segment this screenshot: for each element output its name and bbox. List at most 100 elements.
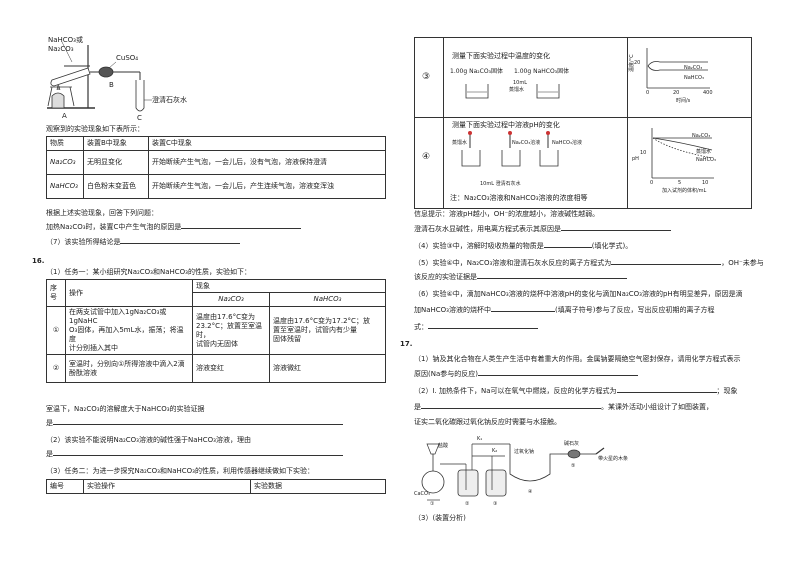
answer-blank[interactable] [561, 230, 671, 231]
table-cell: 开始断续产生气泡，一会儿后，产生连续气泡，溶液变浑浊 [148, 174, 386, 199]
cell-line: 室温时，分别向①所得溶液中滴入2滴 [69, 359, 185, 368]
question-1: 加热Na₂CO₃时，装置C中产生气泡的原因是 [46, 223, 302, 232]
cell-line: 计分别插入其中 [69, 344, 118, 352]
apparatus2-label-n3: ③ [493, 501, 498, 507]
ph-series-a-label: Na₂CO₃ [692, 133, 711, 139]
apparatus-label-top2: Na₂CO₃ [48, 45, 74, 53]
col-divider [443, 38, 444, 208]
question-17-1: （1）钠及其化合物在人类生产生活中有着重大的作用。金属钠要隔绝空气密封保存，请用… [414, 355, 741, 363]
table-row: 序号 操作 现象 [46, 279, 386, 307]
cell-line: 酚酞溶液 [69, 368, 97, 377]
row3-label-a: 1.00g Na₂CO₃固体 [450, 68, 503, 75]
question-17-2-line2b: 。某课外活动小组设计了如图装置， [601, 403, 713, 411]
table-header: 序号 [46, 279, 66, 307]
question-16-task1: （1）任务一：某小组研究Na₂CO₃和NaHCO₃的性质，实验如下： [46, 268, 251, 276]
apparatus-label-b: B [109, 81, 114, 89]
observation-table: 物质 装置B中现象 装置C中现象 Na₂CO₃ 无明显变化 开始断续产生气泡，一… [46, 136, 386, 199]
apparatus-label-cuso4: CuSO₄ [116, 54, 139, 62]
row4-number: ④ [422, 152, 431, 162]
temperature-series-b-label: NaHCO₃ [684, 75, 704, 81]
answer-blank[interactable] [543, 247, 592, 248]
answer-blank[interactable] [53, 424, 343, 425]
question-5: （5）实验④中，Na₂CO₃溶液和澄清石灰水反应的离子方程式为，OH⁻未参与 [414, 259, 764, 268]
sensor-table: 编号 实验操作 实验数据 [46, 479, 386, 494]
row3-label-water: 蒸馏水 [509, 87, 525, 93]
question-17-2-line2-text: 是 [414, 403, 421, 411]
question-1-text: 加热Na₂CO₃时，装置C中产生气泡的原因是 [46, 223, 182, 231]
temperature-chart-xtick: 0 [646, 90, 650, 96]
question-intro: 根据上述实验现象，回答下列问题： [46, 209, 158, 217]
apparatus-label-top1: NaHCO₃或 [48, 36, 83, 44]
cell-line: 试管内无固体 [196, 339, 238, 348]
table-cell: ① [46, 306, 66, 355]
table-header: 装置C中现象 [148, 136, 386, 151]
table-row: NaHCO₃ 白色粉末变蓝色 开始断续产生气泡，一会儿后，产生连续气泡，溶液变浑… [46, 174, 386, 199]
question-17-1-line2-text: 原因(Na参与的反应) [414, 370, 478, 378]
apparatus2-label-n5: ⑤ [571, 463, 576, 469]
answer-blank[interactable] [120, 243, 241, 244]
table-header: 实验数据 [250, 479, 386, 494]
info-hint-2-text: 澄清石灰水显碱性，用电离方程式表示其原因是 [414, 225, 561, 233]
apparatus-label-a: A [62, 112, 67, 120]
apparatus2-label-n1: ① [430, 501, 435, 507]
table-header: NaHCO₃ [269, 292, 386, 307]
ph-series-water-label: 蒸馏水 [696, 149, 712, 155]
ph-series-b-label: NaHCO₃ [696, 157, 716, 163]
table-cell: 在两支试管中加入1gNa₂CO₃或1gNaHC O₃固体，再加入5mL水，振荡；… [65, 306, 193, 355]
answer-blank[interactable] [616, 392, 717, 393]
question-17-2-text: （2）Ⅰ. 加热条件下，Na可以在氧气中燃烧，反应的化学方程式为 [414, 387, 617, 395]
row4-label-b: NaHCO₃溶液 [552, 140, 582, 146]
table-header: 实验操作 [83, 479, 251, 494]
sensor-table-continued [414, 37, 752, 209]
answer-blank[interactable] [491, 311, 555, 312]
apparatus2-label-k2: K₂ [492, 448, 498, 454]
table-cell: 温度由17.6°C变为 23.2°C；放置至室温时， 试管内无固体 [192, 306, 270, 355]
question-16-2-answer: 是 [46, 450, 343, 459]
answer-blank[interactable] [421, 408, 601, 409]
table-cell: NaHCO₃ [46, 174, 84, 199]
answer-blank[interactable] [53, 455, 343, 456]
temperature-chart-ytick: 20 [634, 60, 641, 66]
info-hint-1: 信息提示：溶液pH越小，OH⁻的浓度越小，溶液碱性越弱。 [414, 210, 600, 218]
question-6-line3-text: 式： [414, 323, 428, 331]
temperature-chart-xlabel: 时间/s [676, 98, 691, 104]
info-hint-2: 澄清石灰水显碱性，用电离方程式表示其原因是 [414, 225, 671, 234]
ph-chart-xtick: 5 [678, 180, 682, 186]
cell-line: O₃固体，再加入5mL水，振荡；将温度 [69, 326, 184, 343]
question-4: （4）实验③中，溶解时吸收热量的物质是(填化学式)。 [414, 242, 632, 251]
question-16-number: 16. [32, 257, 45, 265]
table-row: Na₂CO₃ 无明显变化 开始断续产生气泡，一会儿后，没有气泡，溶液保持澄清 [46, 150, 386, 175]
question-17-2-suffix: ；现象 [716, 387, 738, 395]
apparatus-label-limewater: 澄清石灰水 [152, 96, 187, 104]
table-cell: 开始断续产生气泡，一会儿后，没有气泡，溶液保持澄清 [148, 150, 386, 175]
cell-line: 在两支试管中加入1gNa₂CO₃或1gNaHC [69, 308, 167, 325]
cell-line: 置至室温时，试管内有少量 [273, 326, 357, 334]
row4-note: 注：Na₂CO₃溶液和NaHCO₃溶液的浓度相等 [450, 194, 588, 202]
col-divider [627, 38, 628, 208]
table-header: Na₂CO₃ [192, 292, 270, 307]
answer-blank[interactable] [611, 264, 722, 265]
table-row: ① 在两支试管中加入1gNa₂CO₃或1gNaHC O₃固体，再加入5mL水，振… [46, 306, 386, 355]
answer-blank[interactable] [181, 228, 302, 229]
row4-label-a: Na₂CO₃溶液 [512, 140, 541, 146]
table-cell: 溶液变红 [192, 354, 270, 383]
table-header: 操作 [65, 279, 193, 307]
row3-label-b: 1.00g NaHCO₃固体 [514, 68, 570, 75]
question-17-2-line2: 是 。某课外活动小组设计了如图装置， [414, 403, 713, 412]
temperature-series-a-label: Na₂CO₃ [684, 65, 703, 71]
table-row: 编号 实验操作 实验数据 [46, 479, 386, 494]
table-cell: 无明显变化 [83, 150, 149, 175]
row-divider [415, 117, 751, 118]
apparatus2-label-acid: 盐酸 [438, 443, 449, 449]
question-17-2-line3: 证实二氧化碳跟过氧化钠反应时需要与水接触。 [414, 418, 561, 426]
question-17-number: 17. [400, 340, 413, 348]
question-17-2: （2）Ⅰ. 加热条件下，Na可以在氧气中燃烧，反应的化学方程式为 ；现象 [414, 387, 738, 396]
question-5-line2: 该反应的实验证据是 [414, 273, 627, 282]
question-16-2-suffix: 是 [46, 450, 53, 458]
answer-blank[interactable] [428, 328, 538, 329]
apparatus2-label-na2o2: 过氧化钠 [514, 449, 535, 455]
answer-blank[interactable] [477, 278, 627, 279]
answer-blank[interactable] [478, 375, 638, 376]
question-16-1-suffix: 是 [46, 419, 53, 427]
question-5-text: （5）实验④中，Na₂CO₃溶液和澄清石灰水反应的离子方程式为 [414, 259, 612, 267]
